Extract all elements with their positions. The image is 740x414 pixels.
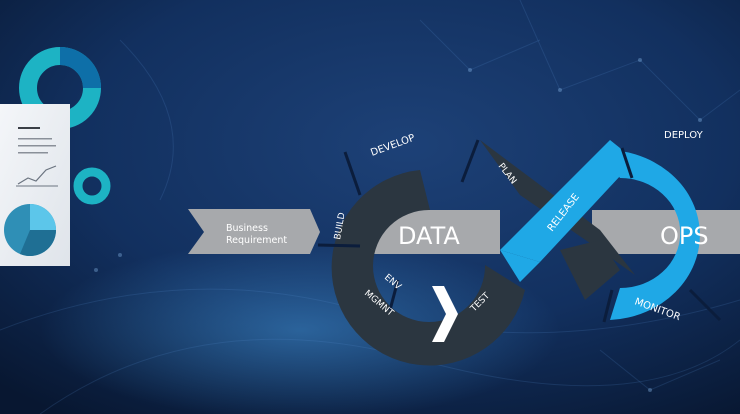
ops-loop xyxy=(500,140,700,320)
ops-loop-ring xyxy=(600,149,700,320)
banner-data-segment xyxy=(366,210,500,254)
small-donut-icon xyxy=(73,167,111,205)
banner-left-segment xyxy=(188,209,320,254)
ops-loop-release-band xyxy=(500,140,635,262)
dev-loop-ring xyxy=(331,170,525,366)
report-chart-icon xyxy=(0,104,70,266)
dev-loop-separators xyxy=(317,139,480,311)
ops-loop-separators xyxy=(602,147,722,323)
chevron-right-icon xyxy=(432,286,458,342)
data-label: DATA xyxy=(398,222,460,250)
dev-loop-crossover-tip xyxy=(560,240,620,300)
business-requirement-line1: Business xyxy=(226,223,268,234)
pie-chart-icon xyxy=(4,204,56,256)
background-glow xyxy=(40,240,560,414)
banner-ops-segment xyxy=(592,210,740,254)
banner xyxy=(188,209,740,254)
background-nodes xyxy=(94,58,702,392)
ops-loop-release-tip xyxy=(500,250,540,282)
business-requirement-line2: Requirement xyxy=(226,235,287,246)
ops-label: OPS xyxy=(660,222,709,250)
deploy-label: DEPLOY xyxy=(664,130,704,141)
build-label: BUILD xyxy=(333,212,348,241)
